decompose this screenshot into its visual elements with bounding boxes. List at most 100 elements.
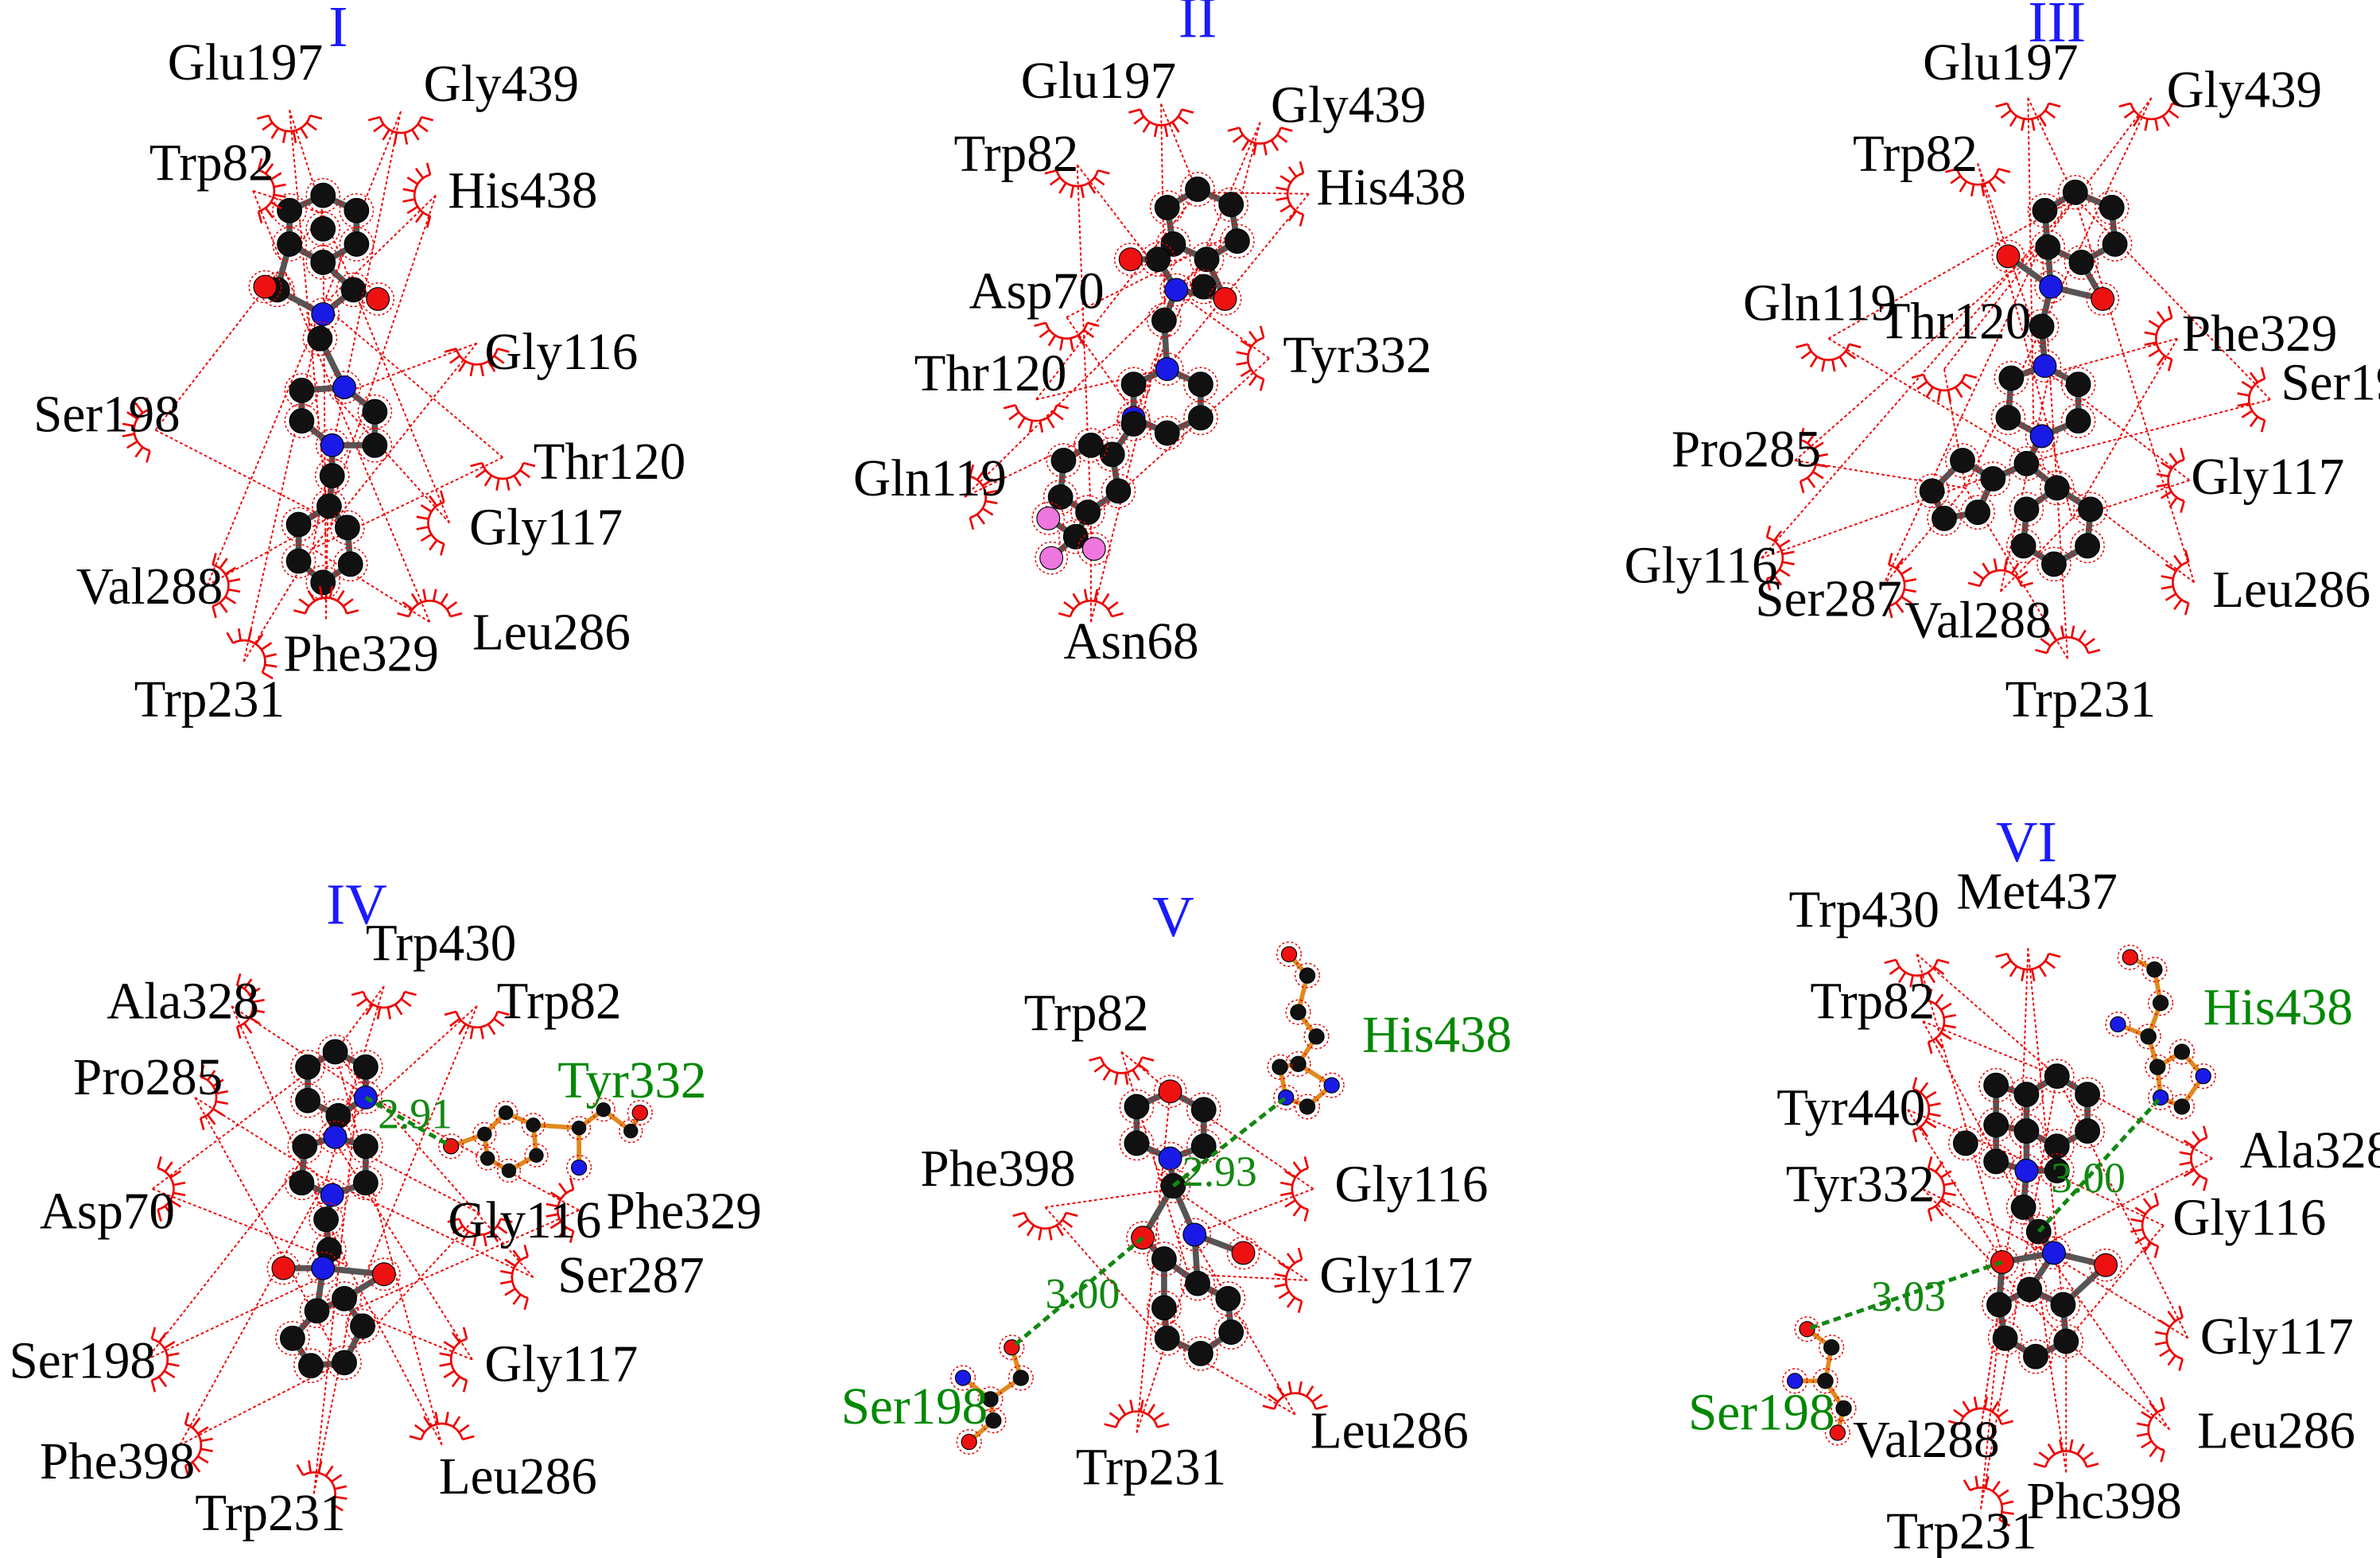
contact-spoke <box>2136 1422 2149 1428</box>
residue-label: Gly439 <box>2167 61 2322 119</box>
contact-spoke <box>1845 350 1857 359</box>
contact-spoke <box>2076 1443 2085 1455</box>
contact-spoke <box>1959 181 1968 192</box>
contact-spoke <box>470 461 483 468</box>
contact-spoke <box>504 1258 516 1267</box>
contact-spoke <box>215 1090 228 1095</box>
atom-contact-halo <box>336 272 371 308</box>
contact-spoke <box>126 411 138 420</box>
atom-contact-halo <box>332 546 368 582</box>
atom-contact-halo <box>1070 495 1105 530</box>
carbon-atom <box>307 325 333 352</box>
contact-spoke <box>519 469 531 479</box>
contact-spoke <box>2241 380 2254 390</box>
atom-contact-halo <box>2060 403 2096 439</box>
contact-spoke <box>969 517 975 530</box>
carbon-atom <box>322 1039 348 1065</box>
carbon-atom <box>1151 1295 1177 1321</box>
hydrophobic-contact-icon <box>1227 126 1293 156</box>
carbon-atom <box>2146 961 2163 978</box>
oxygen-atom <box>631 1104 648 1121</box>
contact-arc <box>1139 109 1183 126</box>
contact-spoke <box>1779 539 1791 548</box>
atom-contact-halo <box>1991 239 2025 274</box>
contact-arc <box>302 1471 336 1506</box>
nitrogen-atom <box>311 1256 336 1280</box>
contact-spoke <box>439 1352 452 1357</box>
contact-spoke <box>2059 1439 2064 1452</box>
atom-contact-halo <box>1119 1089 1155 1125</box>
contact-spoke <box>434 1412 440 1424</box>
contact-spoke <box>2009 965 2018 977</box>
contact-arc <box>2045 636 2090 654</box>
contact-spoke <box>2123 109 2135 119</box>
contact-spoke <box>1236 361 1249 366</box>
residue-label: Trp430 <box>366 915 516 973</box>
contact-spoke <box>1038 1228 1042 1241</box>
contact-spoke <box>219 558 228 569</box>
carbon-atom <box>2023 1343 2048 1370</box>
carbon-atom <box>297 1353 324 1379</box>
contact-spoke <box>404 990 417 997</box>
contact-spoke <box>2156 483 2169 488</box>
oxygen-atom <box>2122 949 2138 965</box>
contact-spoke <box>122 422 135 428</box>
hydrophobic-contact-icon <box>397 589 463 618</box>
hydrophobic-contact-icon <box>969 464 998 530</box>
carbon-atom <box>2152 995 2169 1012</box>
contact-spoke <box>1947 390 1952 402</box>
contact-spoke <box>2083 638 2095 647</box>
contact-spoke <box>1800 350 1812 359</box>
contact-line <box>252 189 324 215</box>
contact-spoke <box>2180 500 2185 514</box>
contact-spoke <box>1991 1480 2001 1492</box>
atom-contact-halo <box>2168 1039 2195 1065</box>
atom-contact-halo <box>1987 1320 2023 1356</box>
carbon-atom <box>1078 432 1104 458</box>
contact-spoke <box>479 363 484 377</box>
contact-spoke <box>1240 368 1252 378</box>
hydrophobic-contact-icon <box>2136 1397 2165 1463</box>
residue-label: Gly439 <box>424 56 579 113</box>
carbon-atom <box>1980 466 2006 491</box>
contact-spoke <box>483 475 493 487</box>
contact-spoke <box>969 464 975 477</box>
contact-spoke <box>173 1181 186 1187</box>
hbond-distance-label: 3.00 <box>1045 1269 1120 1317</box>
contact-spoke <box>414 167 425 179</box>
residue-label: Ser198 <box>9 1333 156 1390</box>
contact-spoke <box>1070 185 1075 198</box>
atom-contact-halo <box>2105 1011 2131 1038</box>
contact-spoke <box>2130 1228 2143 1234</box>
contact-line <box>207 518 328 586</box>
contact-line <box>1090 289 1174 623</box>
contact-spoke <box>157 1376 168 1388</box>
contact-spoke <box>1927 1041 1933 1055</box>
carbon-atom <box>571 1121 587 1136</box>
contact-spoke <box>447 1218 460 1223</box>
residue-label: Thr120 <box>914 345 1067 402</box>
carbon-atom <box>1188 1340 1213 1366</box>
contact-spoke <box>1927 1156 1933 1169</box>
hydrophobic-contact-icon <box>1003 404 1070 433</box>
atom-contact-halo <box>2070 1113 2105 1148</box>
carbon-atom <box>310 250 336 275</box>
hydrophobic-contact-icon <box>256 114 323 143</box>
atom-contact-halo <box>1126 1221 1159 1255</box>
hbond-distance-label: 3.03 <box>1871 1272 1946 1320</box>
atom-contact-halo <box>566 1155 592 1181</box>
atom-contact-halo <box>293 1348 328 1384</box>
carbon-atom <box>2050 1292 2076 1318</box>
residue-label: Gln119 <box>1743 275 1897 332</box>
contact-spoke <box>1153 1412 1165 1421</box>
atom-contact-halo <box>2009 446 2044 481</box>
contact-spoke <box>1138 1063 1149 1073</box>
contact-spoke <box>212 605 217 619</box>
contact-spoke <box>569 1230 575 1243</box>
nitrogen-atom <box>1787 1373 1803 1389</box>
contact-spoke <box>2031 969 2036 981</box>
contact-spoke <box>1058 182 1067 194</box>
contact-spoke <box>976 513 986 525</box>
